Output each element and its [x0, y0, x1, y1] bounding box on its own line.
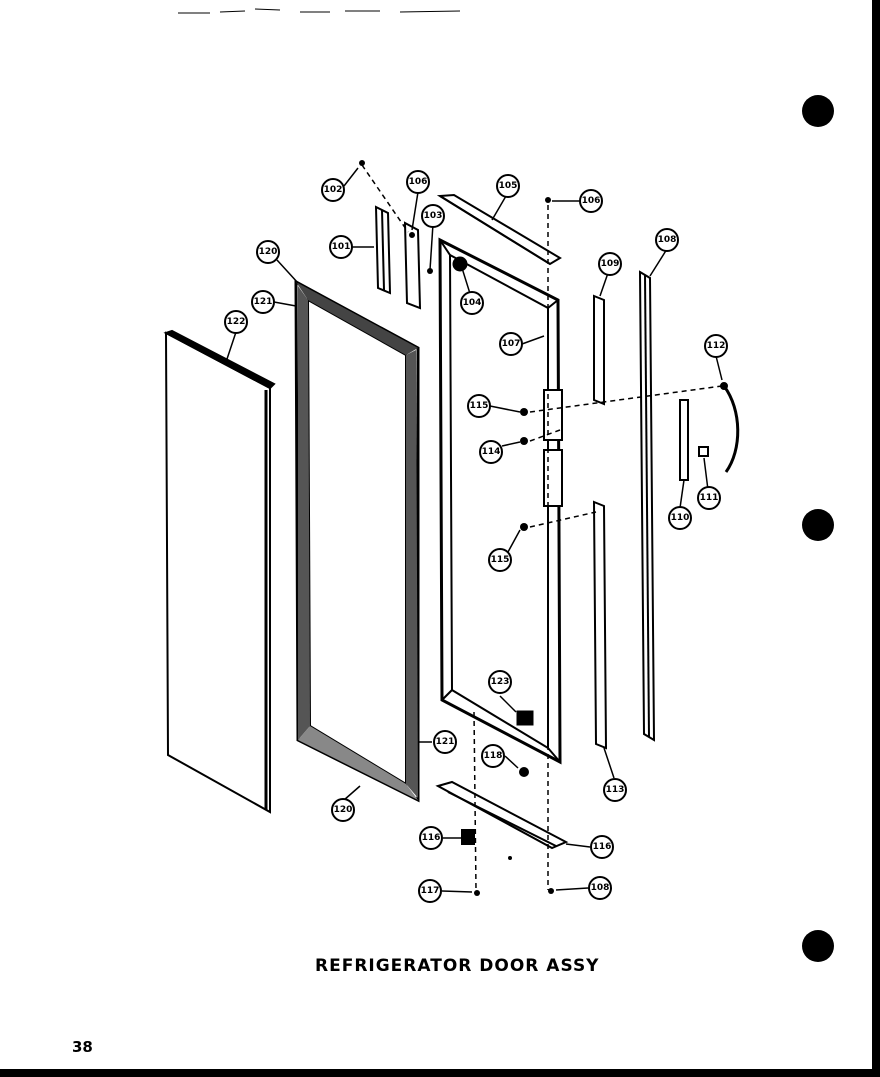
binder-hole-bottom — [802, 930, 834, 962]
inner-door-frame-107 — [438, 237, 563, 765]
callout-label: 109 — [601, 259, 620, 269]
callout-label: 108 — [591, 883, 610, 893]
callout-label: 120 — [334, 805, 353, 815]
callout-118 — [481, 744, 505, 768]
callout-106-right — [579, 189, 603, 213]
callout-115-bottom — [488, 548, 512, 572]
callout-label: 101 — [332, 242, 351, 252]
callout-label: 114 — [482, 447, 501, 457]
callout-105 — [496, 174, 520, 198]
callout-label: 115 — [470, 401, 489, 411]
callout-label: 116 — [422, 833, 441, 843]
callout-label: 121 — [254, 297, 273, 307]
callout-label: 102 — [324, 185, 343, 195]
callout-label: 104 — [463, 298, 482, 308]
door-panel-122 — [163, 329, 276, 814]
callout-label: 106 — [582, 196, 601, 206]
gasket-frame-121 — [294, 279, 420, 803]
dashed-leaders — [361, 164, 723, 891]
strip-113 — [592, 500, 608, 750]
callout-113 — [603, 778, 627, 802]
callout-114 — [479, 440, 503, 464]
callout-116-left — [419, 826, 443, 850]
callout-label: 110 — [671, 513, 690, 523]
callout-label: 113 — [606, 785, 625, 795]
hinge-parts — [679, 382, 740, 481]
callout-122 — [224, 310, 248, 334]
callout-label: 115 — [491, 555, 510, 565]
callout-label: 120 — [259, 247, 278, 257]
scan-noise — [178, 8, 461, 14]
callout-label: 111 — [700, 493, 719, 503]
callout-101 — [329, 235, 353, 259]
callout-121-bottom — [433, 730, 457, 754]
strip-109 — [593, 294, 605, 406]
callout-109 — [598, 252, 622, 276]
callout-label: 112 — [707, 341, 726, 351]
callout-120-bottom — [331, 798, 355, 822]
callout-116-right — [590, 835, 614, 859]
callout-label: 107 — [502, 339, 521, 349]
callout-103 — [421, 204, 445, 228]
callout-112 — [704, 334, 728, 358]
callout-label: 116 — [593, 842, 612, 852]
callout-label: 117 — [421, 886, 440, 896]
callout-108-bottom — [588, 876, 612, 900]
callout-label: 105 — [499, 181, 518, 191]
right-border — [872, 0, 880, 1077]
callout-111 — [697, 486, 721, 510]
binder-hole-top — [802, 95, 834, 127]
callout-120-top — [256, 240, 280, 264]
callout-104 — [460, 291, 484, 315]
callout-label: 118 — [484, 751, 503, 761]
binder-hole-middle — [802, 509, 834, 541]
callout-label: 123 — [491, 677, 510, 687]
side-strip-108 — [638, 270, 656, 742]
callout-121-top — [251, 290, 275, 314]
bottom-rail-116 — [435, 780, 569, 850]
callout-106-top — [406, 170, 430, 194]
callout-123 — [488, 670, 512, 694]
diagram-title: REFRIGERATOR DOOR ASSY — [315, 956, 600, 976]
strip-101 — [374, 205, 422, 310]
callout-label: 121 — [436, 737, 455, 747]
page-number: 38 — [72, 1038, 93, 1056]
callout-110 — [668, 506, 692, 530]
fasteners — [359, 160, 554, 896]
callout-label: 106 — [409, 177, 428, 187]
bottom-border — [0, 1069, 880, 1077]
callout-label: 108 — [658, 235, 677, 245]
callout-label: 103 — [424, 211, 443, 221]
callout-102 — [321, 178, 345, 202]
callout-balloons — [224, 170, 728, 903]
callout-107 — [499, 332, 523, 356]
callout-117 — [418, 879, 442, 903]
top-cap-105 — [436, 193, 562, 266]
callout-108-top — [655, 228, 679, 252]
callout-label: 122 — [227, 317, 246, 327]
callout-115-top — [467, 394, 491, 418]
